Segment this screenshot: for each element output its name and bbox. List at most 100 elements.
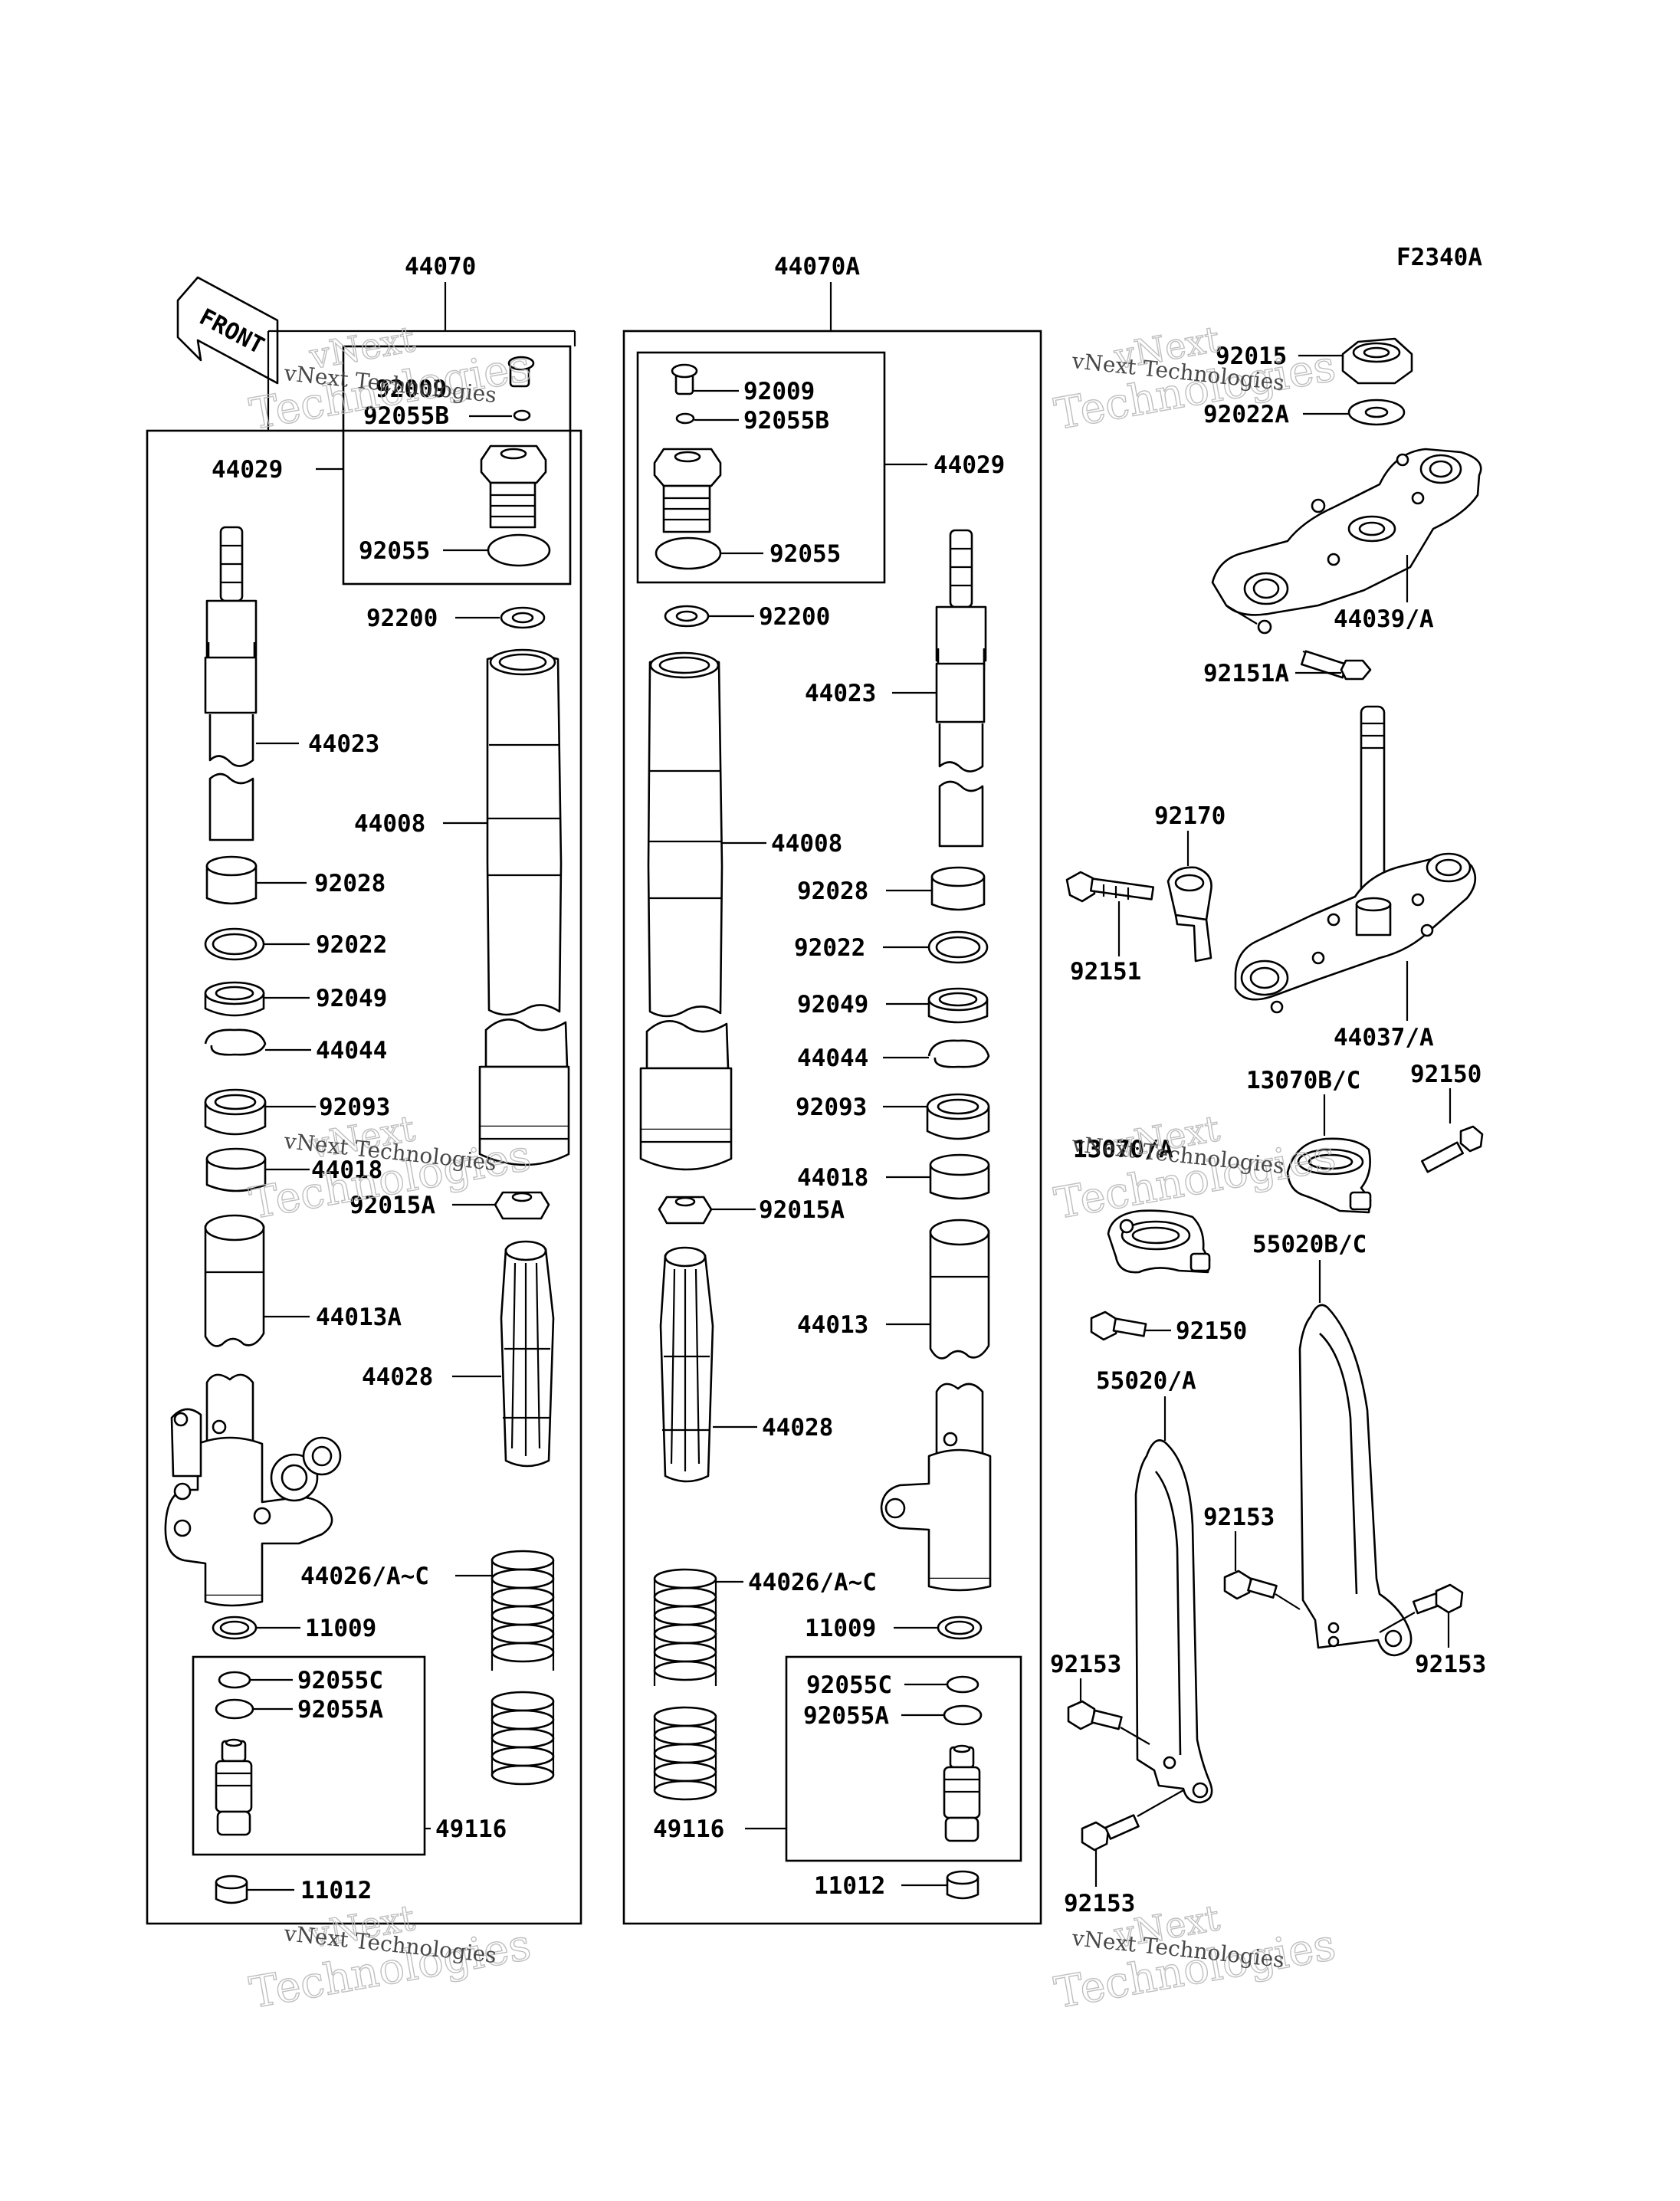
label-left-92055A: 92055A <box>297 1696 383 1724</box>
label-left-44026: 44026/A~C <box>300 1563 429 1590</box>
label-right-92200: 92200 <box>759 603 830 631</box>
label-left-44044: 44044 <box>316 1037 387 1064</box>
label-left-44013A: 44013A <box>316 1304 402 1331</box>
label-left-92028: 92028 <box>314 870 386 897</box>
label-92153-d: 92153 <box>1064 1890 1135 1917</box>
left-49116-base-valve <box>215 1738 253 1836</box>
label-right-92015A: 92015A <box>759 1196 845 1224</box>
right-44013-outer-tube <box>929 1219 990 1360</box>
label-right-92055A: 92055A <box>803 1702 889 1730</box>
right-fork-group: 44070A 92009 92055B 44029 92055 92200 <box>622 253 1042 1925</box>
label-right-44013: 44013 <box>797 1311 868 1339</box>
left-92055-oring <box>487 533 551 567</box>
right-fork-outline <box>622 330 1042 1925</box>
label-right-92049: 92049 <box>797 991 868 1018</box>
label-55020A: 55020/A <box>1096 1367 1196 1395</box>
label-92022A: 92022A <box>1203 401 1289 428</box>
left-92055C-oring <box>218 1671 251 1689</box>
label-right-92055B: 92055B <box>743 407 829 435</box>
steering-13070A-clamp <box>1107 1209 1211 1274</box>
left-92009-screw <box>507 356 535 388</box>
right-92055C-oring <box>946 1675 979 1694</box>
steering-92151-bolt <box>1065 871 1155 903</box>
left-fork-leg-axle-holder <box>164 1373 342 1607</box>
label-44037: 44037/A <box>1334 1024 1434 1051</box>
left-49116-box <box>192 1655 426 1856</box>
right-92093-dust-seal <box>926 1093 990 1140</box>
group-label-44070A: 44070A <box>774 253 860 280</box>
label-44039: 44039/A <box>1334 605 1434 633</box>
right-92055B-oring <box>675 412 695 425</box>
right-44026-fork-spring <box>653 1568 717 1801</box>
label-13070BC: 13070B/C <box>1246 1067 1360 1094</box>
left-92093-dust-seal <box>204 1088 267 1136</box>
label-right-92028: 92028 <box>797 877 868 905</box>
label-right-44023: 44023 <box>805 680 876 707</box>
label-right-44029: 44029 <box>934 451 1005 479</box>
left-fork-group: 44070 92009 92055B 44029 9205 <box>146 253 582 1925</box>
label-left-92093: 92093 <box>319 1094 390 1121</box>
label-left-44018: 44018 <box>311 1156 382 1184</box>
label-left-92055C: 92055C <box>297 1667 383 1694</box>
right-92055A-oring <box>943 1704 983 1726</box>
label-left-44028: 44028 <box>362 1363 433 1391</box>
steering-44039-upper-clamp <box>1211 448 1482 635</box>
label-left-92055: 92055 <box>359 537 430 565</box>
right-49116-box <box>785 1655 1022 1862</box>
steering-92170-cable-clamp <box>1166 866 1212 963</box>
label-92153-b: 92153 <box>1415 1651 1486 1678</box>
label-left-92022: 92022 <box>316 931 387 959</box>
label-right-44008: 44008 <box>771 830 842 858</box>
watermarks: vNext Technologies vNext Technologies vN… <box>245 317 1340 2019</box>
left-44008-inner-tube <box>478 648 570 1166</box>
label-right-92093: 92093 <box>796 1094 867 1121</box>
label-left-44029: 44029 <box>212 456 283 484</box>
label-92015: 92015 <box>1216 343 1287 370</box>
label-left-92009: 92009 <box>376 376 447 403</box>
right-92055-oring <box>655 536 722 570</box>
left-11012-cap <box>215 1875 248 1904</box>
label-92150-lower: 92150 <box>1176 1317 1247 1345</box>
left-44018-bushing <box>205 1147 267 1192</box>
label-right-44044: 44044 <box>797 1045 868 1072</box>
label-13070A: 13070/A <box>1073 1136 1173 1163</box>
label-92153-c: 92153 <box>1050 1651 1121 1678</box>
left-cap-box <box>342 345 572 586</box>
label-right-92055C: 92055C <box>806 1671 892 1699</box>
left-fork-outline <box>146 429 582 1925</box>
label-right-11009: 11009 <box>805 1615 876 1642</box>
steering-92153-bolt-d <box>1081 1814 1140 1852</box>
steering-92153-bolt-c <box>1067 1700 1123 1730</box>
right-44018-bushing <box>929 1153 990 1200</box>
right-11012-cap <box>946 1870 979 1900</box>
label-55020BC: 55020B/C <box>1252 1231 1367 1258</box>
figure-code: F2340A <box>1396 244 1482 271</box>
label-left-92200: 92200 <box>366 605 438 632</box>
right-cap-box <box>636 351 886 584</box>
right-92028-bushing <box>930 866 986 911</box>
front-arrow-icon: FRONT <box>176 276 279 385</box>
steering-92151A-bolt <box>1300 650 1372 681</box>
label-right-11012: 11012 <box>814 1872 885 1900</box>
left-44013A-outer-tube <box>204 1214 265 1347</box>
steering-44037-lower-clamp <box>1234 705 1477 1014</box>
label-right-44018: 44018 <box>797 1164 868 1192</box>
label-left-11009: 11009 <box>305 1615 376 1642</box>
label-left-11012: 11012 <box>300 1877 372 1904</box>
right-92015A-nut <box>658 1196 713 1225</box>
label-right-44028: 44028 <box>762 1414 833 1442</box>
group-label-44070: 44070 <box>405 253 476 280</box>
left-44029-cap-bolt <box>480 444 547 529</box>
label-92151A: 92151A <box>1203 660 1289 687</box>
steering-92153-bolt-a <box>1223 1570 1278 1600</box>
label-left-44023: 44023 <box>308 730 379 758</box>
right-49116-base-valve <box>943 1744 981 1842</box>
label-right-92055: 92055 <box>769 540 841 568</box>
left-92028-bushing <box>205 855 258 905</box>
left-92049-oil-seal <box>204 981 265 1017</box>
left-92055A-oring <box>215 1698 254 1720</box>
label-92153-a: 92153 <box>1203 1504 1275 1531</box>
label-right-92009: 92009 <box>743 378 815 405</box>
steering-92153-bolt-b <box>1412 1583 1464 1615</box>
